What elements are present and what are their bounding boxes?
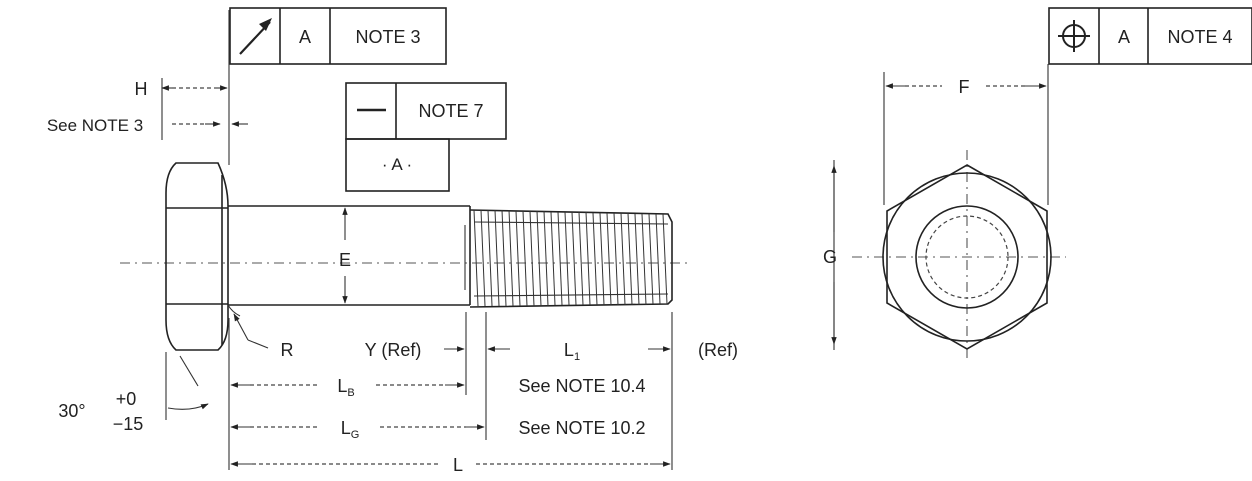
svg-text:L1: L1 bbox=[564, 340, 580, 363]
runout-frame-note: NOTE 3 bbox=[355, 27, 420, 47]
label-l: L bbox=[453, 455, 463, 475]
see-note-3-callout: See NOTE 3 bbox=[47, 116, 248, 135]
runout-arrow-icon bbox=[239, 18, 272, 55]
label-tol-plus: +0 bbox=[116, 389, 137, 409]
label-tol-minus: −15 bbox=[113, 414, 144, 434]
label-l1-sub: 1 bbox=[574, 351, 580, 363]
label-e: E bbox=[339, 250, 351, 270]
dimension-e: E bbox=[339, 207, 351, 304]
radius-leader: R bbox=[233, 313, 294, 360]
thread-lines bbox=[473, 209, 669, 307]
dimension-f: F bbox=[883, 64, 1049, 205]
label-r: R bbox=[281, 340, 294, 360]
datum-a-label: · A · bbox=[382, 155, 412, 174]
dimension-y-ref: Y (Ref) bbox=[365, 340, 465, 360]
label-lg: L bbox=[341, 418, 351, 438]
bolt-end-view bbox=[852, 150, 1066, 362]
label-see-note-3: See NOTE 3 bbox=[47, 116, 143, 135]
dimension-l: L bbox=[230, 455, 671, 475]
label-lb: L bbox=[337, 376, 347, 396]
label-l1: L bbox=[564, 340, 574, 360]
position-crosshair-icon bbox=[1058, 20, 1090, 52]
label-angle: 30° bbox=[58, 401, 85, 421]
position-control-frame: A NOTE 4 bbox=[1048, 7, 1252, 65]
datum-a-box: · A · bbox=[345, 138, 450, 192]
label-f: F bbox=[959, 77, 970, 97]
runout-control-frame: A NOTE 3 bbox=[229, 7, 447, 65]
dimension-l1: L1 (Ref) bbox=[487, 340, 738, 363]
straightness-control-frame: NOTE 7 bbox=[345, 82, 507, 140]
label-y-ref: Y (Ref) bbox=[365, 340, 422, 360]
dimension-lb: LB See NOTE 10.4 bbox=[230, 376, 646, 399]
label-ref: (Ref) bbox=[698, 340, 738, 360]
position-frame-note: NOTE 4 bbox=[1167, 27, 1232, 47]
straightness-frame-note: NOTE 7 bbox=[418, 101, 483, 121]
label-h: H bbox=[135, 79, 148, 99]
svg-text:LB: LB bbox=[337, 376, 354, 399]
label-g: G bbox=[823, 247, 837, 267]
label-lb-sub: B bbox=[347, 387, 354, 399]
position-frame-datum: A bbox=[1118, 27, 1130, 47]
dimension-g: G bbox=[823, 160, 837, 350]
label-lg-sub: G bbox=[351, 429, 360, 441]
dimension-lg: LG See NOTE 10.2 bbox=[230, 418, 646, 441]
bolt-side-view bbox=[120, 162, 688, 351]
runout-frame-datum: A bbox=[299, 27, 311, 47]
dimension-h: H bbox=[135, 10, 230, 165]
svg-text:LG: LG bbox=[341, 418, 360, 441]
label-see-note-10-2: See NOTE 10.2 bbox=[518, 418, 645, 438]
label-see-note-10-4: See NOTE 10.4 bbox=[518, 376, 645, 396]
chamfer-angle-dimension: 30° +0 −15 bbox=[58, 352, 209, 434]
